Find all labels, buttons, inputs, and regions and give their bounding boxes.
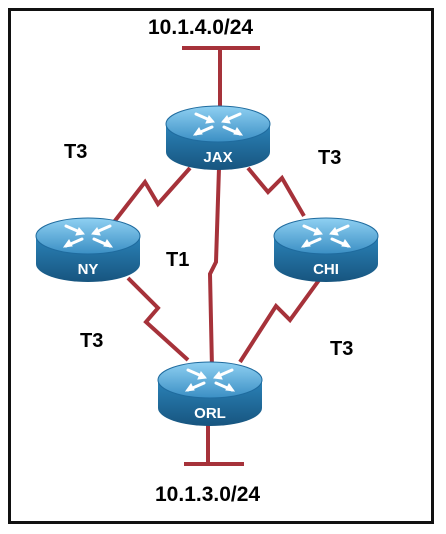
link-chi-orl (238, 274, 324, 364)
link-jax-ny-label: T3 (64, 141, 88, 163)
link-jax-orl-label: T1 (166, 249, 190, 271)
router-orl-label: ORL (194, 405, 226, 422)
link-jax-chi-label: T3 (318, 147, 342, 169)
bottom-network-label: 10.1.3.0/24 (155, 483, 261, 506)
router-jax-label: JAX (203, 149, 232, 166)
link-chi-orl-label: T3 (330, 338, 354, 360)
router-chi-label: CHI (313, 261, 339, 278)
top-network-label: 10.1.4.0/24 (148, 16, 254, 39)
router-chi-icon[interactable] (273, 217, 379, 282)
link-jax-orl (207, 167, 221, 369)
bottom-network-segment (184, 420, 244, 466)
top-network-segment (182, 46, 260, 108)
link-jax-ny (112, 166, 192, 224)
link-ny-orl (126, 276, 190, 362)
link-ny-orl-label: T3 (80, 330, 104, 352)
router-ny-icon[interactable] (35, 217, 141, 282)
router-jax-icon[interactable] (165, 105, 271, 170)
link-jax-chi (246, 166, 306, 218)
router-ny-label: NY (78, 261, 99, 278)
router-orl-icon[interactable] (157, 361, 263, 426)
